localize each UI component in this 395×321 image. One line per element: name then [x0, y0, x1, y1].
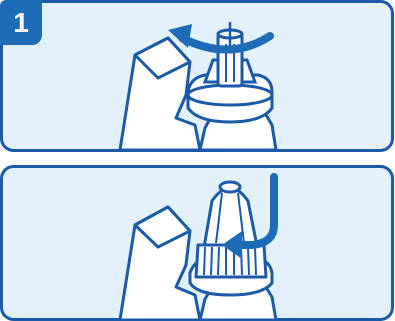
pen-body	[118, 36, 278, 152]
pen-collar	[186, 73, 274, 124]
panel-bottom-illustration	[0, 165, 394, 321]
instruction-panel-bottom	[0, 165, 394, 321]
needle-cap	[194, 180, 268, 279]
panel-top-illustration	[0, 0, 394, 152]
down-curved-arrow-icon	[222, 173, 278, 259]
step-number-badge: 1	[0, 0, 42, 45]
rotate-arrow-icon	[168, 24, 274, 54]
instruction-panel-top: 1	[0, 0, 394, 152]
